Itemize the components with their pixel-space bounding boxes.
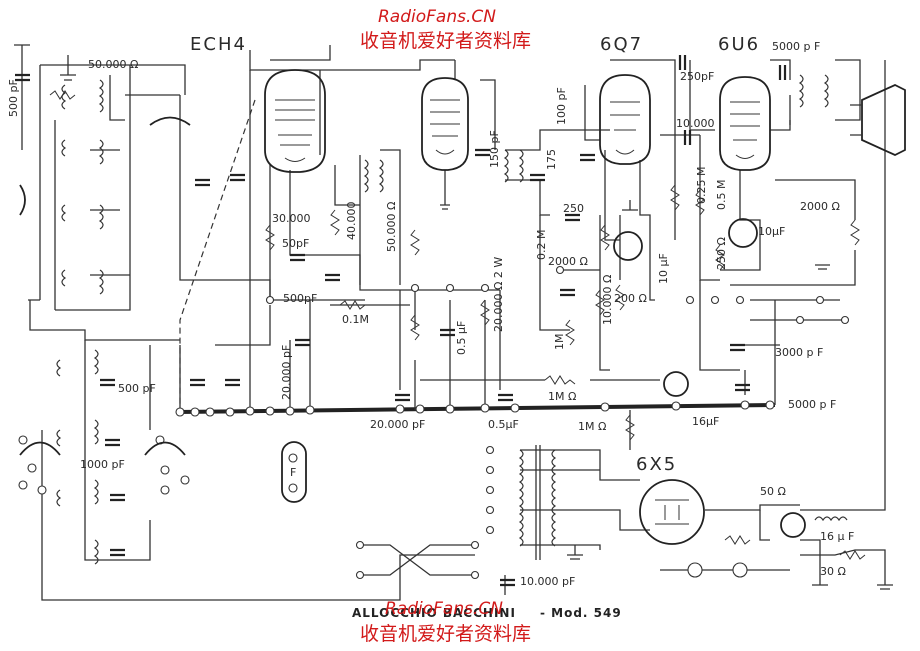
label-r02m: 0.2 M — [535, 230, 548, 260]
label-c16uf-a: 16μF — [692, 415, 719, 428]
label-c1000pf: 1000 pF — [80, 458, 125, 471]
tube-label-6q7: 6Q7 — [600, 34, 643, 55]
tube-ech4 — [264, 69, 326, 173]
label-c3000pf: 3000 p F — [775, 346, 823, 359]
label-c10uf-b: 10μF — [758, 225, 785, 238]
wavechange-switch — [19, 116, 191, 456]
label-c50pf: 50pF — [282, 237, 309, 250]
label-c10000pf: 10.000 pF — [520, 575, 575, 588]
label-r1m-c: 1M Ω — [578, 420, 606, 433]
label-r30: 30 Ω — [820, 565, 846, 578]
footer-model: - Mod. 549 — [540, 606, 622, 620]
label-r50000-b: 50.000 Ω — [385, 202, 398, 252]
main-wiring — [14, 44, 886, 601]
capacitors — [15, 55, 787, 587]
watermark-chinese-bottom: 收音机爱好者资料库 — [360, 623, 531, 645]
label-c10uf-a: 10 μF — [657, 253, 670, 284]
label-r1m-a: 1M — [553, 334, 566, 351]
junction-nodes — [18, 265, 850, 580]
fuse-holder: F — [281, 441, 307, 503]
label-r10000-c: 10.000 — [676, 117, 715, 130]
label-c500pf-left: 500 pF — [7, 79, 20, 117]
label-c500pf-mid: 500pF — [283, 292, 317, 305]
label-c05uf: 0.5 μF — [455, 321, 468, 355]
tube-6u6 — [719, 76, 771, 171]
label-c20000pf-a: 20.000 pF — [370, 418, 425, 431]
coils — [56, 74, 848, 565]
label-r10000-b: 10.000 Ω — [601, 275, 614, 325]
speaker — [850, 84, 906, 156]
label-r40000: 40.000 — [345, 202, 358, 241]
label-r50000: 50.000 Ω — [88, 58, 138, 71]
label-r1m-b: 1M Ω — [548, 390, 576, 403]
label-c5000pf-bot: 5000 p F — [788, 398, 836, 411]
label-r200: 200 Ω — [614, 292, 647, 305]
label-r30000: 30.000 — [272, 212, 311, 225]
label-c5000pf-top: 5000 p F — [772, 40, 820, 53]
label-r2000-b: 2000 Ω — [800, 200, 840, 213]
gang-link — [179, 99, 256, 410]
watermark-site-bottom: RadioFans.CN — [385, 599, 503, 619]
fuse-label: F — [290, 466, 296, 479]
tube-label-ech4: ECH4 — [190, 34, 247, 55]
watermark-site-top: RadioFans.CN — [378, 7, 496, 27]
tube-6k7 — [421, 77, 469, 171]
tube-6e5-indicator — [613, 218, 806, 538]
tube-6x5 — [639, 479, 705, 545]
label-c05uf-b: 0.5μF — [488, 418, 519, 431]
label-c250: 250 — [563, 202, 584, 215]
resistors — [49, 90, 866, 560]
label-c100pf: 100 pF — [555, 87, 568, 125]
label-c250pf: 250pF — [680, 70, 714, 83]
label-c150pf: 150 pF — [488, 130, 501, 168]
label-r20000-2w: 20.000 Ω 2 W — [492, 257, 505, 332]
ground-symbols — [567, 200, 893, 590]
label-r01m: 0.1M — [342, 313, 369, 326]
label-c20000pf-b: 20.000 pF — [280, 345, 293, 400]
label-r025m: 0.25 M — [695, 167, 708, 204]
label-c16uf-b: 16 μ F — [820, 530, 854, 543]
label-r50: 50 Ω — [760, 485, 786, 498]
footer-brand: ALLOCCHIO BACCHINI — [352, 606, 516, 620]
label-r2000: 2000 Ω — [548, 255, 588, 268]
watermark-chinese-top: 收音机爱好者资料库 — [360, 30, 531, 52]
tube-label-6x5: 6X5 — [636, 454, 677, 475]
label-r05m: 0.5 M — [715, 180, 728, 210]
label-c500pf-low: 500 pF — [118, 382, 156, 395]
label-c175: 175 — [545, 149, 558, 170]
tube-6q7 — [599, 74, 651, 165]
tube-label-6u6: 6U6 — [718, 34, 760, 55]
label-r250: 250 Ω — [715, 237, 728, 270]
